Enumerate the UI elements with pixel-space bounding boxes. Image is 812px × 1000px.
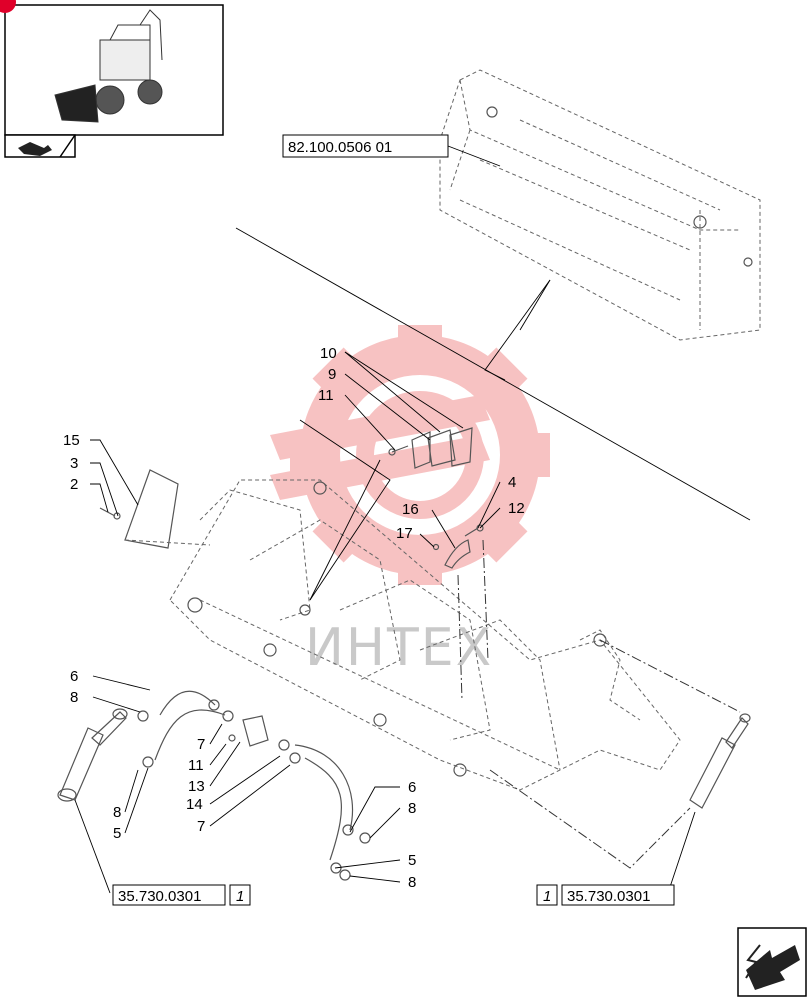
- callout-6-right: 6: [408, 779, 416, 796]
- callout-8-right: 8: [408, 800, 416, 817]
- ref-box-cylinder-right[interactable]: 1 35.730.0301: [536, 884, 675, 906]
- watermark-gear: [270, 325, 550, 585]
- right-cylinder: [489, 639, 751, 869]
- callout-4: 4: [508, 474, 516, 491]
- callout-labels: 10 9 11 15 3 2 4 16 12 17 6 8 7 11 13 14…: [63, 345, 525, 891]
- shim-16: [432, 524, 489, 701]
- callout-5-left: 5: [113, 825, 121, 842]
- callout-5-right: 5: [408, 852, 416, 869]
- next-page-arrow-icon[interactable]: [737, 927, 807, 997]
- callout-3: 3: [70, 455, 78, 472]
- hand-arrow-icon: [18, 142, 52, 156]
- ref-bucket-text: 82.100.0506 01: [288, 139, 392, 156]
- red-page-marker: [0, 0, 16, 13]
- left-cylinder: [57, 708, 128, 802]
- callout-9: 9: [328, 366, 336, 383]
- callout-11-lower: 11: [188, 757, 204, 774]
- callout-16: 16: [402, 501, 419, 518]
- callout-10: 10: [320, 345, 337, 362]
- callout-12: 12: [508, 500, 525, 517]
- ref-cylinder-right-sheet: 1: [543, 888, 551, 905]
- callout-7: 7: [197, 736, 205, 753]
- callout-8: 8: [70, 689, 78, 706]
- callout-11: 11: [318, 387, 334, 404]
- ref-cylinder-left-text: 35.730.0301: [118, 888, 201, 905]
- ref-box-cylinder-left[interactable]: 35.730.0301 1: [112, 884, 251, 906]
- ref-cylinder-left-sheet: 1: [236, 888, 244, 905]
- upper-bucket: [439, 69, 761, 341]
- callout-8-left: 8: [113, 804, 121, 821]
- callout-14: 14: [186, 796, 203, 813]
- section-arrow: [484, 279, 551, 381]
- backhoe-loader-thumbnail: [54, 9, 163, 123]
- left-hoses: [137, 690, 269, 768]
- wear-pads: [388, 427, 473, 469]
- callout-17: 17: [396, 525, 413, 542]
- watermark-text: ИНТЕХ: [305, 618, 493, 678]
- callout-8-bottom: 8: [408, 874, 416, 891]
- callout-13: 13: [188, 778, 205, 795]
- right-hoses: [278, 739, 371, 881]
- callout-6: 6: [70, 668, 78, 685]
- side-plate-15: [99, 469, 211, 549]
- ref-box-bucket[interactable]: 82.100.0506 01: [282, 134, 449, 158]
- callout-2: 2: [70, 476, 78, 493]
- ref-cylinder-right-text: 35.730.0301: [567, 888, 650, 905]
- callout-15: 15: [63, 432, 80, 449]
- thumbnail-panel[interactable]: [0, 0, 224, 158]
- callout-7-lower: 7: [197, 818, 205, 835]
- leader-lines: [74, 145, 696, 894]
